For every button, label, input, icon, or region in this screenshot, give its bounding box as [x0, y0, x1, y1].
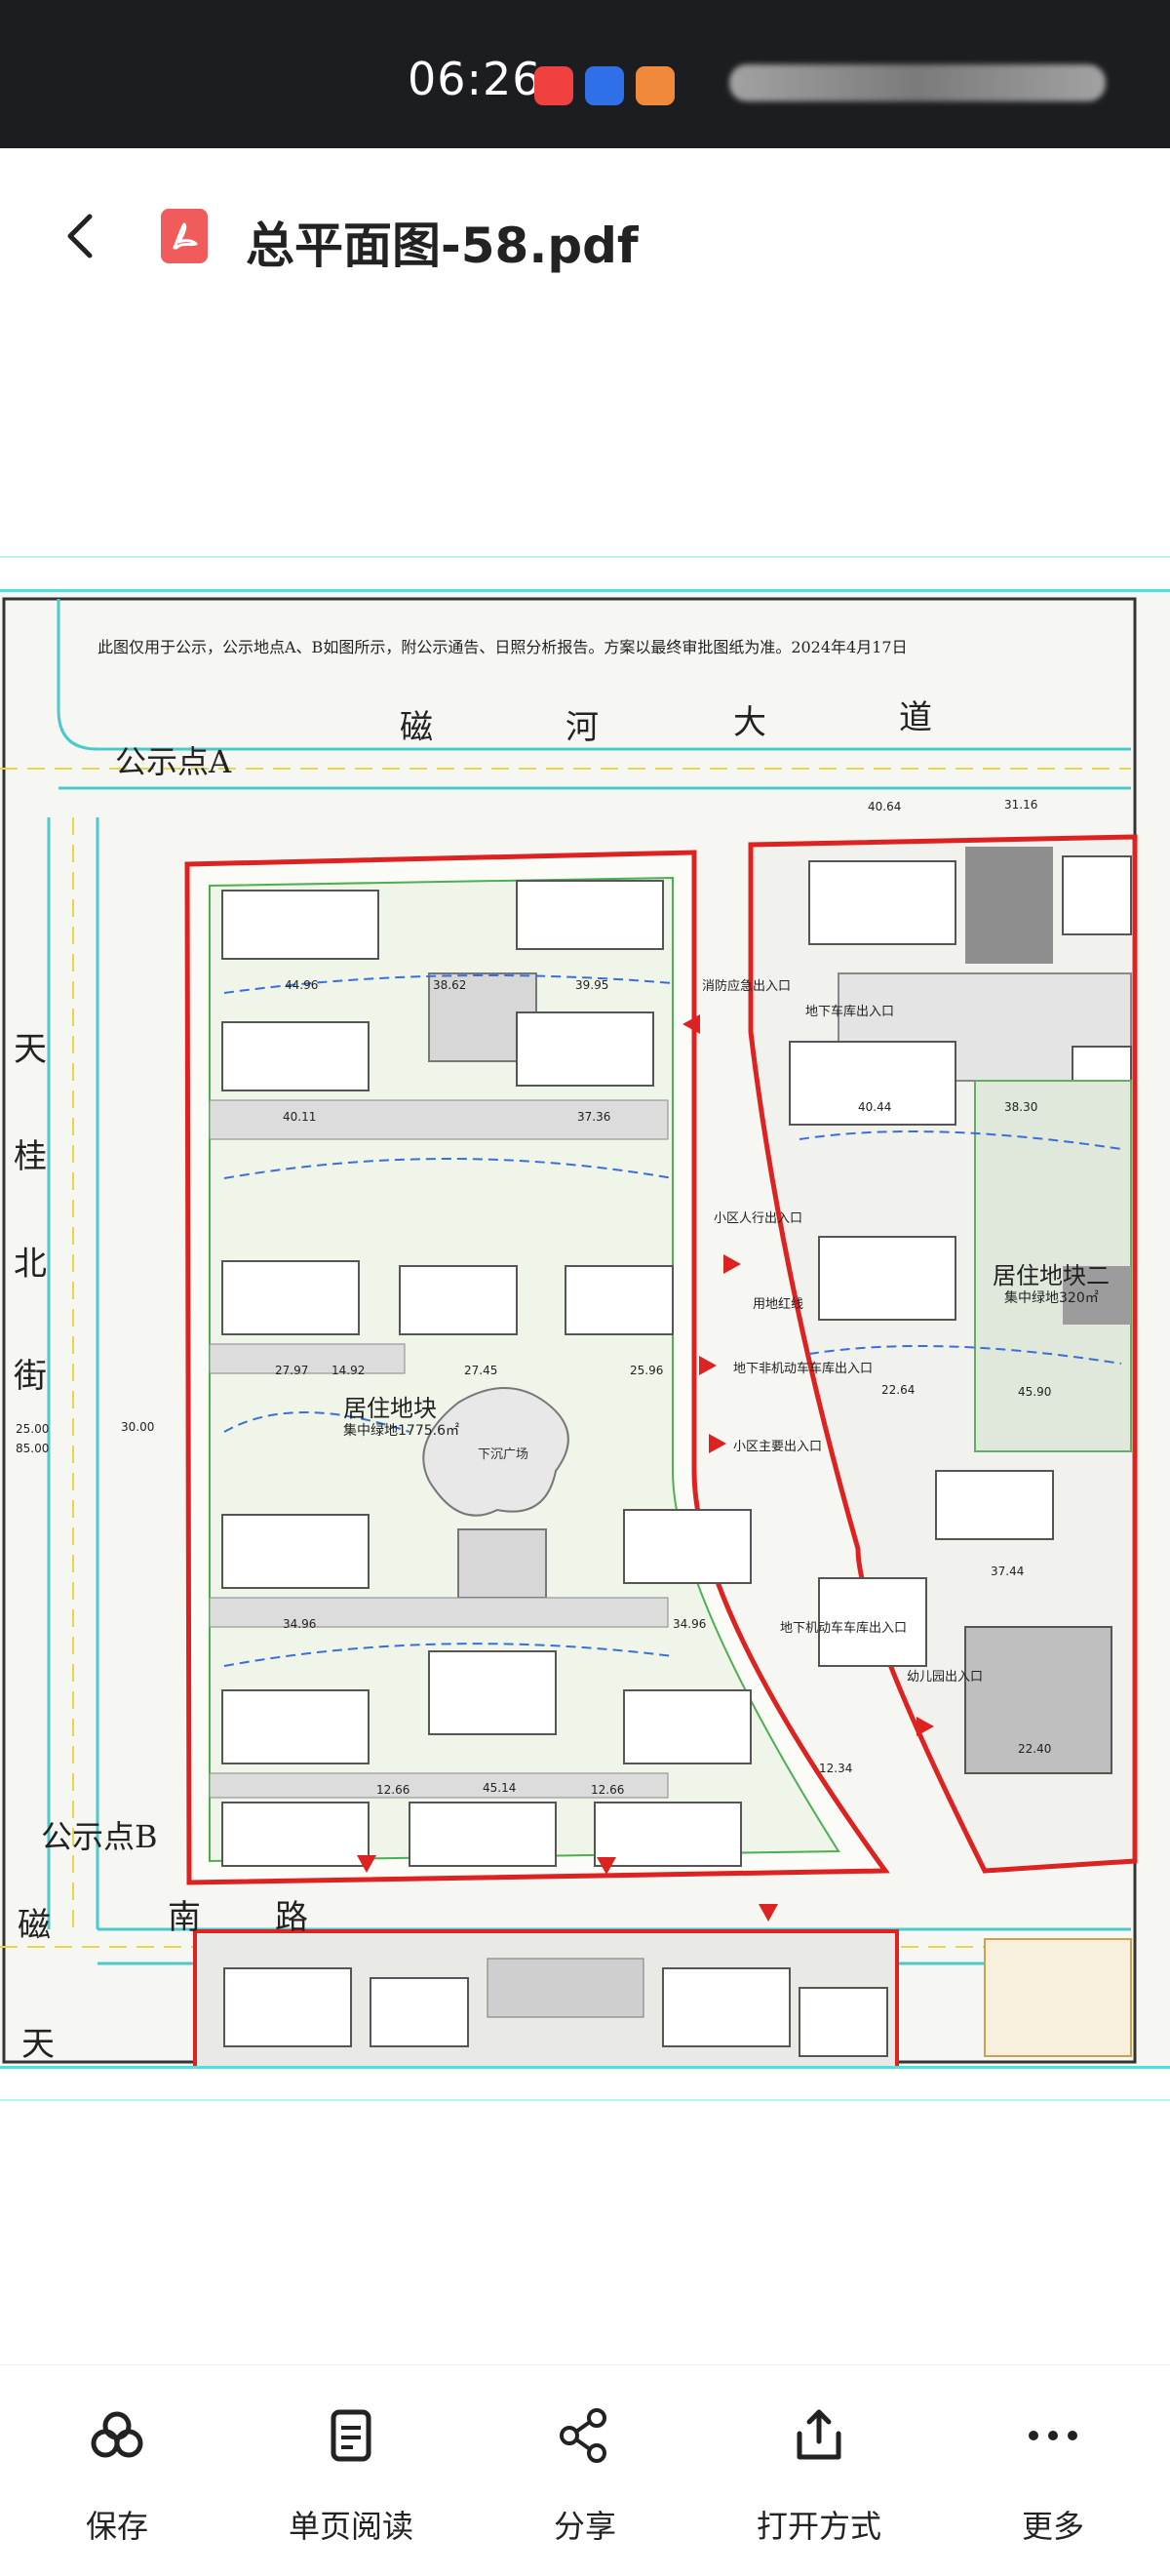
pdf-file-icon — [161, 209, 208, 263]
plot-1-label: 居住地块 — [343, 1395, 437, 1422]
dim-label: 44.96 — [285, 978, 319, 992]
dim-label: 37.44 — [991, 1565, 1025, 1578]
road-west-2: 桂 — [14, 1137, 47, 1176]
entrance-label-6: 幼儿园出入口 — [907, 1670, 984, 1684]
plot-2-label: 居住地块二 — [993, 1262, 1110, 1289]
save-button[interactable]: 保存 — [20, 2404, 214, 2551]
red-line-label: 用地红线 — [753, 1297, 804, 1312]
road-north-3: 大 — [733, 703, 766, 742]
share-label: 分享 — [553, 2508, 616, 2545]
road-north-1: 磁 — [400, 708, 433, 747]
share-icon — [560, 2408, 606, 2463]
dim-label: 30.00 — [121, 1420, 155, 1434]
baidu-app-icon — [585, 66, 624, 105]
shopping-app-icon — [534, 66, 573, 105]
dim-label: 27.45 — [464, 1364, 498, 1377]
road-west-4: 街 — [14, 1357, 47, 1396]
dim-label: 37.36 — [577, 1110, 611, 1124]
road-west-3: 北 — [14, 1245, 47, 1284]
dim-label: 85.00 — [16, 1442, 50, 1455]
road-north-2: 河 — [566, 708, 599, 747]
back-arrow-icon[interactable] — [51, 205, 113, 267]
site-plan-page[interactable]: 此图仅用于公示，公示地点A、B如图所示，附公示通告、日照分析报告。方案以最终审批… — [0, 593, 1170, 2068]
open-with-button[interactable]: 打开方式 — [722, 2404, 916, 2551]
point-b-label: 公示点B — [41, 1818, 158, 1855]
health-app-icon — [636, 66, 675, 105]
dim-label: 40.44 — [858, 1100, 892, 1114]
page-bottom-border-soft — [0, 2099, 1170, 2101]
document-icon — [331, 2409, 371, 2462]
plaza-label: 下沉广场 — [478, 1447, 529, 1462]
status-time: 06:26 — [408, 53, 542, 105]
dim-label: 12.66 — [376, 1783, 410, 1797]
entrance-label-5: 地下机动车车库出入口 — [780, 1621, 908, 1636]
title-bar: 总平面图-58.pdf — [0, 148, 1170, 324]
road-south-3: 路 — [275, 1898, 308, 1937]
dim-label: 14.92 — [332, 1364, 366, 1377]
more-label: 更多 — [1021, 2508, 1084, 2545]
road-west-bottom-2: 天 — [21, 2025, 55, 2064]
dim-label: 22.40 — [1018, 1742, 1052, 1756]
single-page-read-button[interactable]: 单页阅读 — [254, 2404, 448, 2551]
dim-label: 45.90 — [1018, 1385, 1052, 1399]
site-plan-drawing — [0, 593, 1170, 2068]
page-top-border-strong — [0, 589, 1170, 592]
point-a-label: 公示点A — [115, 743, 232, 780]
file-name-title: 总平面图-58.pdf — [246, 218, 639, 274]
dim-label: 45.14 — [483, 1781, 517, 1795]
more-icon — [1029, 2431, 1077, 2440]
status-indicators — [729, 64, 1106, 101]
dim-label: 34.96 — [283, 1617, 317, 1631]
dim-label: 34.96 — [673, 1617, 707, 1631]
entrance-label-3: 地下非机动车车库出入口 — [733, 1362, 874, 1376]
open-with-label: 打开方式 — [756, 2508, 881, 2545]
dim-label: 22.64 — [881, 1383, 916, 1397]
plan-note: 此图仅用于公示，公示地点A、B如图所示，附公示通告、日照分析报告。方案以最终审批… — [98, 638, 908, 656]
single-page-read-label: 单页阅读 — [288, 2508, 413, 2545]
dim-label: 12.34 — [819, 1762, 853, 1775]
dim-label: 40.64 — [868, 800, 902, 813]
status-bar: 06:26 — [0, 0, 1170, 148]
dim-label: 12.66 — [591, 1783, 625, 1797]
dim-label: 31.16 — [1004, 798, 1038, 812]
road-west-bottom-1: 磁 — [18, 1906, 51, 1945]
save-cloud-icon — [91, 2411, 143, 2458]
dim-label: 38.30 — [1004, 1100, 1038, 1114]
road-north-4: 道 — [899, 698, 932, 737]
page-bottom-border — [0, 2066, 1170, 2069]
green-1-label: 集中绿地1775.6㎡ — [343, 1423, 459, 1439]
entrance-label-7: 消防应急出入口 — [702, 979, 792, 994]
share-button[interactable]: 分享 — [488, 2404, 682, 2551]
dim-label: 39.95 — [575, 978, 609, 992]
save-label: 保存 — [85, 2508, 148, 2545]
dim-label: 38.62 — [433, 978, 467, 992]
dim-label: 25.96 — [630, 1364, 664, 1377]
more-button[interactable]: 更多 — [956, 2404, 1150, 2551]
dim-label: 25.00 — [16, 1422, 50, 1436]
road-west-1: 天 — [14, 1030, 47, 1069]
entrance-label-1: 地下车库出入口 — [805, 1005, 895, 1019]
dim-label: 27.97 — [275, 1364, 309, 1377]
green-2-label: 集中绿地320㎡ — [1004, 1290, 1099, 1306]
open-with-icon — [797, 2409, 841, 2460]
road-south-2: 南 — [168, 1898, 201, 1937]
page-top-border — [0, 556, 1170, 558]
entrance-label-4: 小区主要出入口 — [733, 1440, 823, 1454]
bottom-toolbar: 保存 单页阅读 分享 打开方式 — [0, 2364, 1170, 2576]
dim-label: 40.11 — [283, 1110, 317, 1124]
entrance-label-2: 小区人行出入口 — [714, 1211, 803, 1226]
